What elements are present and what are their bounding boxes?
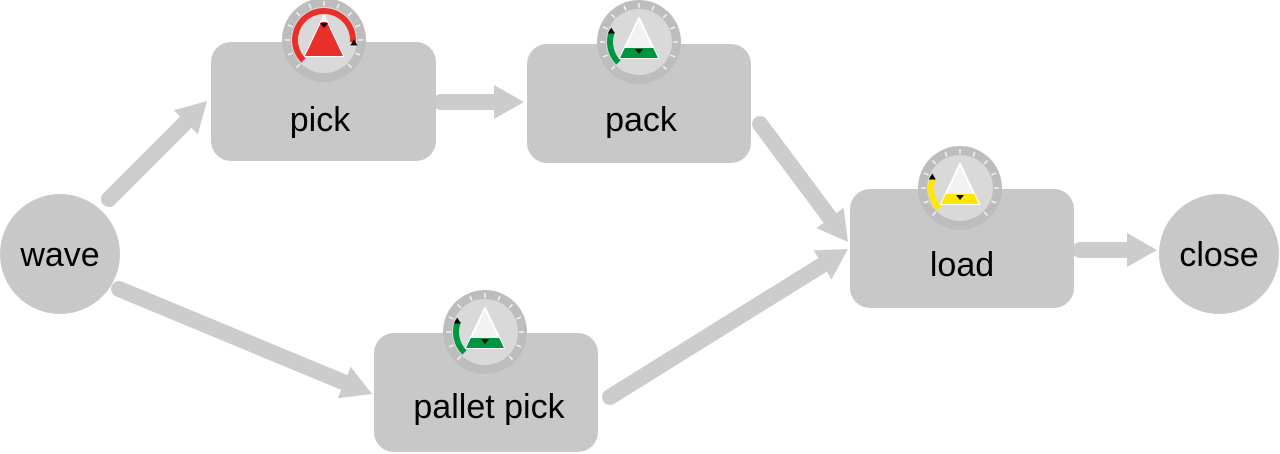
arrow-head [813, 249, 848, 280]
node-pick-shape [211, 42, 436, 161]
arrow-pick-to-pack [433, 85, 524, 119]
node-wave-shape [0, 194, 120, 314]
arrow-wave-to-pallet-pick [111, 281, 372, 399]
gauge-tick [516, 316, 522, 320]
gauge-tick [651, 5, 655, 11]
gauge-arc-marker [607, 27, 615, 34]
node-close-label: close [1179, 236, 1258, 274]
arrow-shaft [101, 112, 196, 207]
load-gauge-icon [918, 146, 1002, 230]
gauge-tick [295, 63, 301, 69]
node-load[interactable]: load [850, 146, 1074, 308]
gauge-tick [991, 172, 997, 176]
gauge-tick [508, 355, 514, 361]
node-pack-shape [527, 44, 751, 163]
node-pick[interactable]: pick [211, 0, 436, 161]
arrow-head [816, 207, 848, 242]
node-wave[interactable]: wave [0, 194, 120, 314]
gauge-arc-marker [453, 317, 461, 324]
arrow-head [494, 85, 524, 119]
gauge-tick [448, 316, 454, 320]
gauge-tick [287, 52, 293, 56]
gauge-tick [923, 172, 929, 176]
gauge-tick [355, 24, 361, 28]
node-wave-label: wave [19, 236, 99, 274]
node-load-shape [850, 189, 1074, 308]
arrow-wave-to-pick [101, 101, 207, 207]
arrow-head [1127, 233, 1157, 267]
gauge-tick [972, 151, 976, 157]
gauge-tick [308, 3, 312, 9]
gauge-tick [991, 200, 997, 204]
pick-gauge-icon [282, 0, 366, 82]
gauge-status-arc [292, 8, 356, 63]
arrow-load-to-close [1072, 233, 1157, 267]
gauge-level-marker [320, 23, 328, 28]
gauge-tick [983, 211, 989, 217]
gauge-tick [670, 54, 676, 58]
gauge-arc-marker [928, 173, 936, 180]
node-pallet-pick[interactable]: pallet pick [374, 290, 598, 452]
gauge-level-fill [305, 22, 343, 56]
gauge-tick [923, 200, 929, 204]
gauge-status-arc [928, 175, 942, 211]
gauge-tick [347, 63, 353, 69]
gauge-tick [295, 11, 301, 17]
gauge-tick [623, 5, 627, 11]
node-load-label: load [930, 246, 994, 284]
arrow-head [173, 101, 207, 135]
gauge-tick [497, 295, 501, 301]
node-pack[interactable]: pack [527, 0, 751, 163]
gauge-tick [610, 65, 616, 71]
node-pack-label: pack [605, 101, 678, 139]
gauge-tick [670, 26, 676, 30]
gauge-level-marker [635, 49, 643, 54]
gauge-tick [662, 65, 668, 71]
gauge-tick [347, 11, 353, 17]
gauge-status-arc [607, 29, 621, 65]
flow-arrows [101, 85, 1157, 405]
gauge-tick [944, 151, 948, 157]
gauge-tick [355, 52, 361, 56]
gauge-tick [516, 344, 522, 348]
node-pick-label: pick [290, 101, 351, 139]
arrow-pack-to-load [752, 116, 848, 242]
node-close-shape [1159, 194, 1279, 314]
gauge-arc-marker [350, 39, 358, 46]
gauge-tick [336, 3, 340, 9]
gauge-tick [662, 13, 668, 19]
gauge-level-marker [956, 195, 964, 200]
gauge-status-arc [453, 319, 467, 355]
gauge-tick [456, 355, 462, 361]
gauge-level-marker [481, 339, 489, 344]
gauge-tick [456, 303, 462, 309]
gauge-tick [931, 211, 937, 217]
gauge-tick [469, 295, 473, 301]
gauge-tick [931, 159, 937, 165]
gauge-tick [610, 13, 616, 19]
pack-gauge-icon [597, 0, 681, 84]
arrow-pallet-pick-to-load [602, 249, 848, 405]
arrow-shaft [752, 116, 840, 228]
gauge-tick [983, 159, 989, 165]
node-close[interactable]: close [1159, 194, 1279, 314]
gauge-tick [508, 303, 514, 309]
arrow-shaft [111, 281, 355, 392]
node-pallet-pick-shape [374, 333, 598, 452]
node-pallet-pick-label: pallet pick [413, 388, 565, 426]
arrow-head [337, 366, 372, 399]
pallet-pick-gauge-icon [443, 290, 527, 374]
gauge-tick [448, 344, 454, 348]
gauge-tick [602, 54, 608, 58]
arrow-shaft [602, 255, 833, 405]
gauge-tick [287, 24, 293, 28]
gauge-tick [602, 26, 608, 30]
